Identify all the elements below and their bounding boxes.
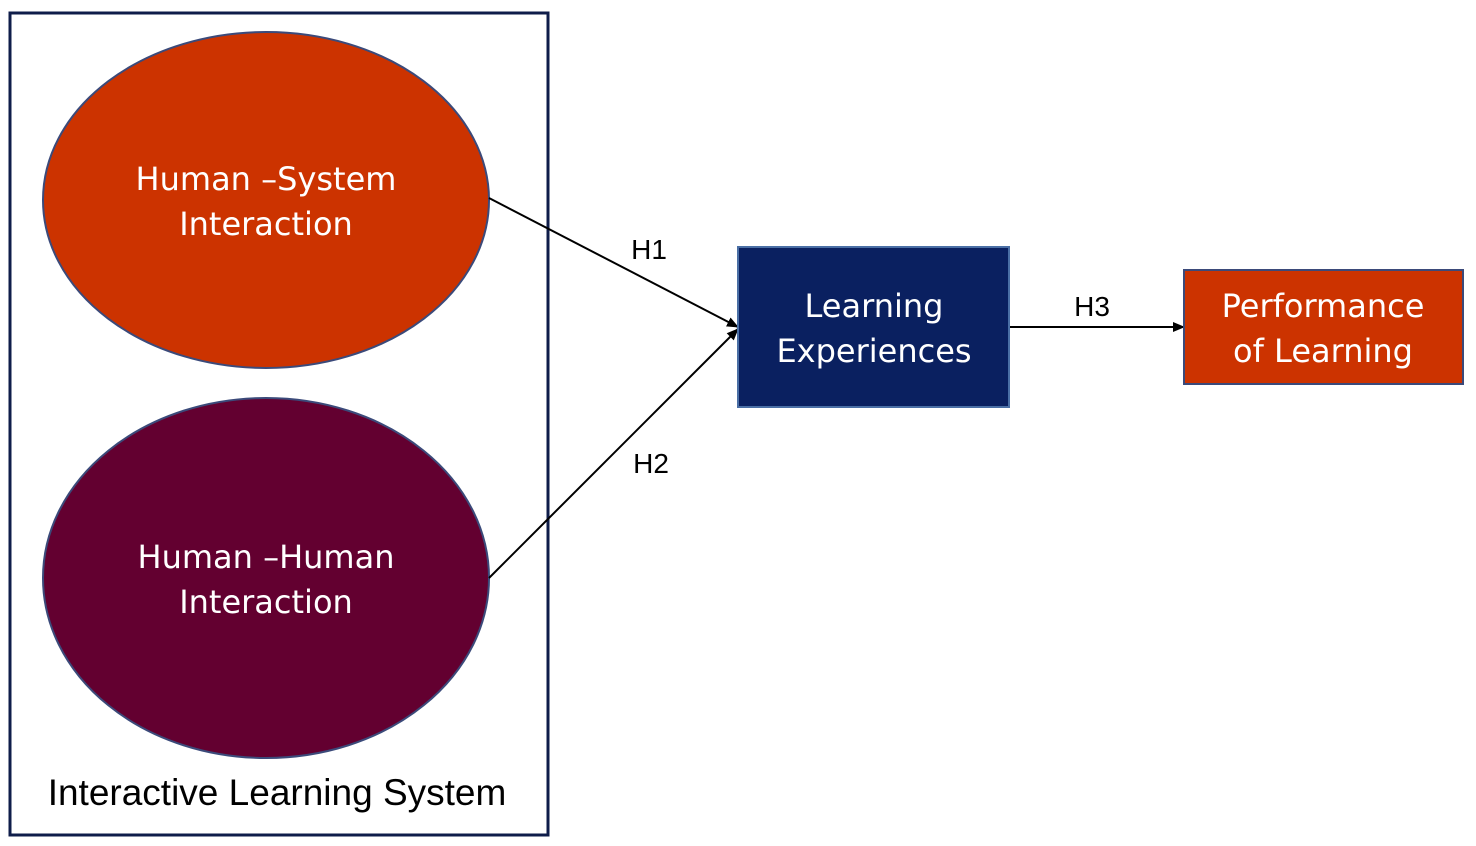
learning-experiences-node: Learning Experiences (737, 246, 1010, 408)
human-system-ellipse (42, 31, 490, 369)
edges: H1 H2 H3 (488, 197, 1185, 579)
container-border (8, 11, 550, 837)
learning-experiences-label-line1: Learning (805, 287, 944, 325)
learning-experiences-label-line2: Experiences (776, 332, 971, 370)
interactive-learning-system-container: Interactive Learning System (8, 11, 550, 837)
human-system-interaction-node: Human –System Interaction (42, 31, 490, 369)
human-system-label-line1: Human –System (136, 160, 397, 198)
human-system-label-line2: Interaction (179, 205, 353, 243)
container-label: Interactive Learning System (48, 772, 507, 813)
performance-of-learning-label-line2: of Learning (1233, 332, 1413, 370)
h1-arrow (488, 197, 739, 328)
performance-of-learning-node: Performance of Learning (1183, 269, 1464, 385)
learning-experiences-box (737, 246, 1010, 408)
performance-of-learning-label-line1: Performance (1222, 287, 1425, 325)
h2-label: H2 (633, 448, 669, 479)
performance-of-learning-box (1183, 269, 1464, 385)
human-human-ellipse (42, 397, 490, 759)
h2-arrow (488, 328, 739, 579)
human-human-label-line2: Interaction (179, 583, 353, 621)
h1-label: H1 (631, 234, 667, 265)
human-human-interaction-node: Human –Human Interaction (42, 397, 490, 759)
human-human-label-line1: Human –Human (138, 538, 395, 576)
h3-label: H3 (1074, 291, 1110, 322)
